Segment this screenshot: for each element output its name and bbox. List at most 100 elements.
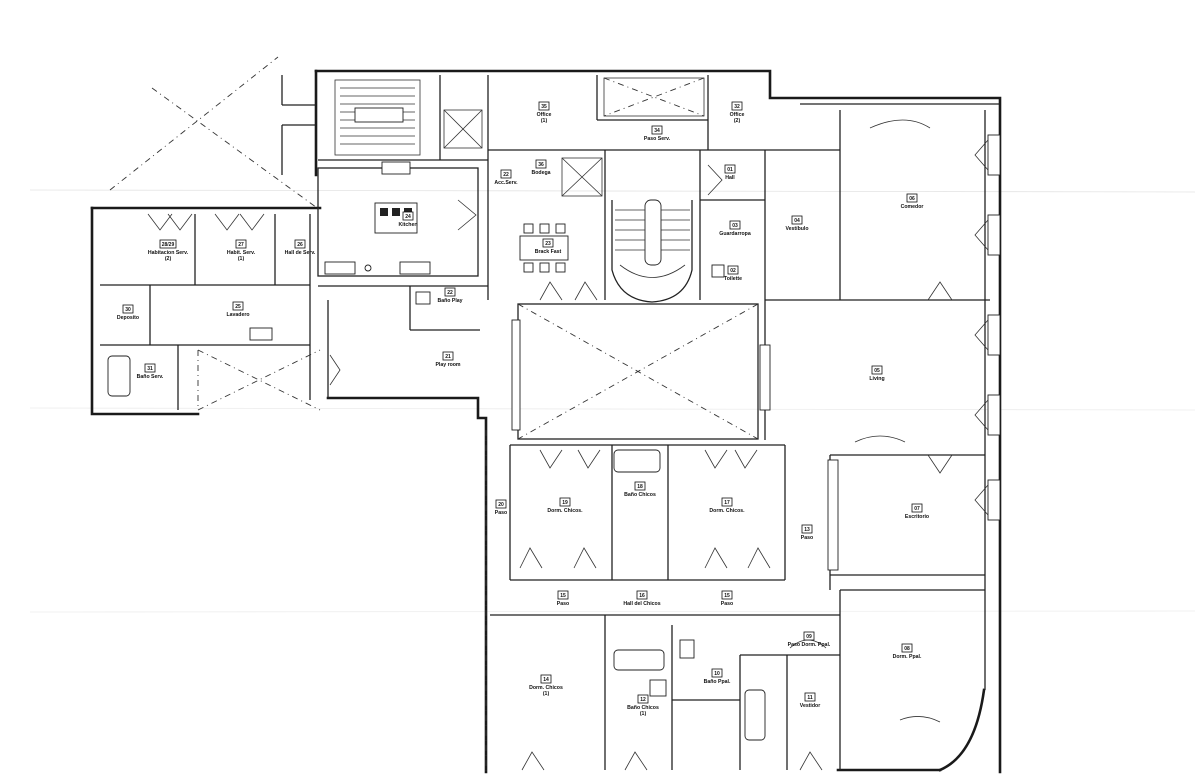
room-name: Paso Dorm. Ppal. — [788, 642, 831, 648]
room-number-box — [801, 524, 813, 534]
room-number-box — [727, 265, 739, 275]
room-number: 34 — [654, 128, 660, 134]
room-number-box — [559, 497, 571, 507]
room-number: 10 — [714, 671, 720, 677]
room-name: Paso — [495, 510, 507, 516]
room-number-box — [911, 503, 923, 513]
room-name: Dorm. Chicos — [529, 685, 563, 691]
room-subtitle: (2) — [165, 256, 172, 262]
service-stair — [334, 79, 421, 156]
room-number-box — [804, 692, 816, 702]
room-number-box — [535, 159, 547, 169]
room-name: Escritorio — [905, 514, 929, 520]
room-number-box — [721, 497, 733, 507]
room-number-box — [294, 239, 306, 249]
room-subtitle: (1) — [543, 691, 550, 697]
main-stair — [611, 199, 693, 303]
room-number: 14 — [543, 677, 549, 683]
room-name: Baño Ppal. — [704, 679, 731, 685]
room-number-box — [634, 481, 646, 491]
room-number: 28/29 — [162, 242, 175, 248]
room-number: 08 — [904, 646, 910, 652]
room-number-box — [540, 674, 552, 684]
room-number-box — [636, 590, 648, 600]
room-number-box — [803, 631, 815, 641]
room-subtitle: (2) — [734, 118, 741, 124]
room-name: Baño Chicos — [627, 705, 659, 711]
room-name: Acc.Serv. — [494, 180, 518, 186]
room-subtitle: (1) — [541, 118, 548, 124]
room-number-box — [542, 238, 554, 248]
room-name: Toilette — [724, 276, 742, 282]
room-number: 36 — [538, 162, 544, 168]
room-number-box — [901, 643, 913, 653]
room-name: Paso — [557, 601, 569, 607]
room-number: 07 — [914, 506, 920, 512]
exterior-walls — [90, 69, 1002, 774]
room-name: Baño Chicos — [624, 492, 656, 498]
room-number: 17 — [724, 500, 730, 506]
room-number-box — [235, 239, 247, 249]
room-number: 04 — [794, 218, 800, 224]
facade-windows — [511, 134, 1001, 571]
room-number: 22 — [503, 172, 509, 178]
room-name: Dorm. Ppal. — [893, 654, 922, 660]
room-name: Habit. Serv. — [227, 250, 256, 256]
room-number: 19 — [562, 500, 568, 506]
room-number-box — [500, 169, 512, 179]
room-name: Paso — [801, 535, 813, 541]
room-name: Lavadero — [226, 312, 249, 318]
room-number-box — [402, 211, 414, 221]
room-number-box — [495, 499, 507, 509]
room-number-box — [729, 220, 741, 230]
room-number: 25 — [235, 304, 241, 310]
room-number-box — [724, 164, 736, 174]
room-number: 03 — [732, 223, 738, 229]
room-number-box — [442, 351, 454, 361]
room-name: Office — [730, 112, 745, 118]
room-number: 27 — [238, 242, 244, 248]
room-subtitle: (1) — [238, 256, 245, 262]
room-name: Hall del Chicos — [623, 601, 660, 607]
room-number-box — [159, 239, 177, 249]
room-number: 16 — [639, 593, 645, 599]
room-name: Baño Serv. — [137, 374, 164, 380]
room-number-box — [871, 365, 883, 375]
room-number: 01 — [727, 167, 733, 173]
room-name: Kitchen — [398, 222, 417, 228]
room-number: 21 — [445, 354, 451, 360]
room-number-box — [557, 590, 569, 600]
room-name: Living — [869, 376, 884, 382]
room-number: 31 — [147, 366, 153, 372]
room-number: 23 — [545, 241, 551, 247]
room-number: 32 — [734, 104, 740, 110]
room-number-box — [906, 193, 918, 203]
room-number-box — [637, 694, 649, 704]
room-number: 30 — [125, 307, 131, 313]
